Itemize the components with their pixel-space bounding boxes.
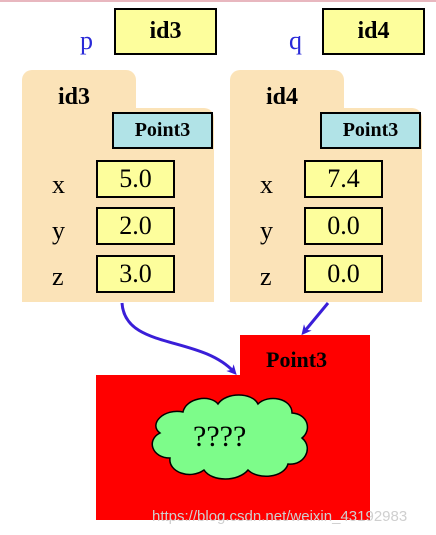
folder-id4-class-box: Point3 — [320, 112, 421, 149]
unknown-object-tab — [240, 335, 370, 377]
folder-id3-field-y-name: y — [52, 216, 65, 245]
folder-id3-field-x-value[interactable]: 5.0 — [96, 160, 175, 198]
top-border-line — [0, 0, 436, 2]
variable-q-value-box[interactable]: id4 — [322, 8, 425, 55]
folder-id4-field-x-value[interactable]: 7.4 — [304, 160, 383, 198]
arrow-id4-to-unknown — [301, 302, 330, 336]
unknown-object-content: ???? — [193, 420, 247, 453]
variable-q-name: q — [289, 26, 302, 55]
variable-p-name: p — [80, 26, 93, 55]
folder-id3-label: id3 — [58, 84, 91, 110]
folder-id4-field-z-name: z — [260, 262, 272, 291]
folder-id3-tab — [22, 70, 136, 110]
folder-id4-field-y-name: y — [260, 216, 273, 245]
unknown-object-class-label: Point3 — [266, 347, 328, 372]
folder-id4-tab — [230, 70, 344, 110]
variable-p-value-box[interactable]: id3 — [114, 8, 217, 55]
folder-id3-field-y-value[interactable]: 2.0 — [96, 207, 175, 245]
folder-id3-field-x-name: x — [52, 170, 65, 199]
arrow-id3-to-unknown — [120, 302, 237, 375]
watermark-text: https://blog.csdn.net/weixin_43192983 — [152, 508, 408, 525]
folder-id4-field-y-value[interactable]: 0.0 — [304, 207, 383, 245]
folder-id4-field-x-name: x — [260, 170, 273, 199]
folder-id3-class-box: Point3 — [112, 112, 213, 149]
folder-id3-field-z-value[interactable]: 3.0 — [96, 255, 175, 293]
folder-id4-label: id4 — [266, 84, 299, 110]
folder-id3-field-z-name: z — [52, 262, 64, 291]
folder-id4-field-z-value[interactable]: 0.0 — [304, 255, 383, 293]
